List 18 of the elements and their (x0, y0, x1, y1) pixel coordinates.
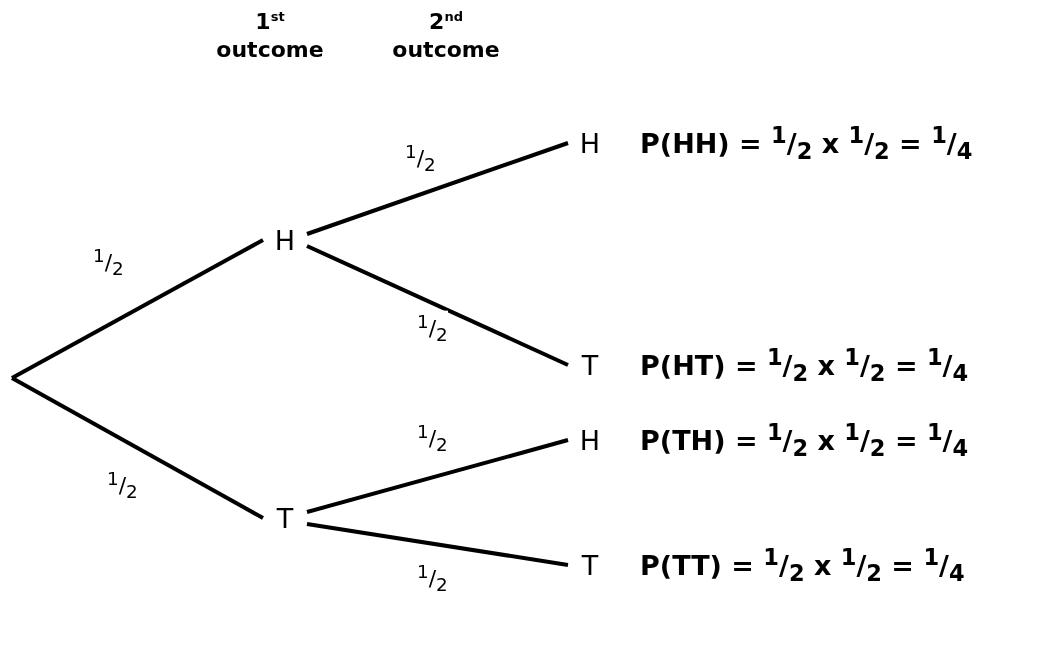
outcome-label: T (263, 496, 307, 540)
outcome-label: T (568, 543, 612, 587)
probability-equation: P(TH) = $^{1}$/$_{2}$ x $^{1}$/$_{2}$ = $^{1}$/$_{4}$ (640, 418, 969, 462)
column-heading: 1$^{st}$ outcome (215, 8, 325, 63)
probability-equation: P(HT) = $^{1}$/$_{2}$ x $^{1}$/$_{2}$ = $^{1}$/$_{4}$ (640, 343, 969, 387)
column-heading: 2$^{nd}$ outcome (391, 8, 501, 63)
outcome-label: H (568, 418, 612, 462)
outcome-label: T (568, 343, 612, 387)
outcome-label: H (568, 121, 612, 165)
tree-branch (306, 522, 569, 567)
outcome-label: H (263, 218, 307, 262)
tree-branch (306, 244, 569, 367)
tree-branch (11, 238, 264, 380)
probability-equation: P(HH) = $^{1}$/$_{2}$ x $^{1}$/$_{2}$ = $^{1}$/$_{4}$ (640, 121, 973, 165)
tree-branch (306, 141, 569, 236)
tree-branch (11, 376, 264, 520)
tree-branch (306, 438, 569, 514)
probability-equation: P(TT) = $^{1}$/$_{2}$ x $^{1}$/$_{2}$ = $^{1}$/$_{4}$ (640, 543, 965, 587)
